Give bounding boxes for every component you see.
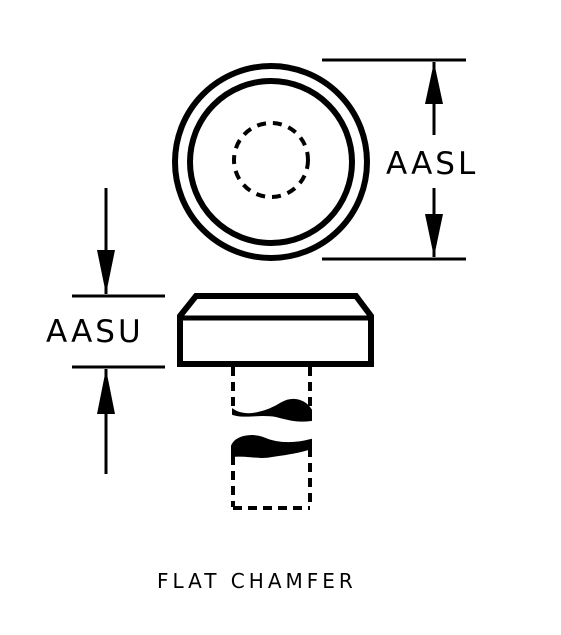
aasl-arrow-down-icon [425,214,443,257]
top-view [172,63,370,261]
inner-ring [187,78,355,246]
aasl-label: AASL [386,146,478,182]
caption: FLAT CHAMFER [157,569,357,593]
head-outline [177,293,374,367]
aasu-arrow-up-icon [97,369,115,414]
aasu-dimension: AASU [46,188,165,474]
hidden-shank-circle [232,121,310,199]
aasu-label: AASU [46,314,144,350]
side-view [177,293,374,510]
aasu-arrow-down-icon [97,250,115,294]
break-upper [232,399,312,422]
aasl-dimension: AASL [322,58,478,261]
aasl-arrow-up-icon [425,62,443,104]
outer-ring [172,63,370,261]
break-lower [231,435,312,458]
